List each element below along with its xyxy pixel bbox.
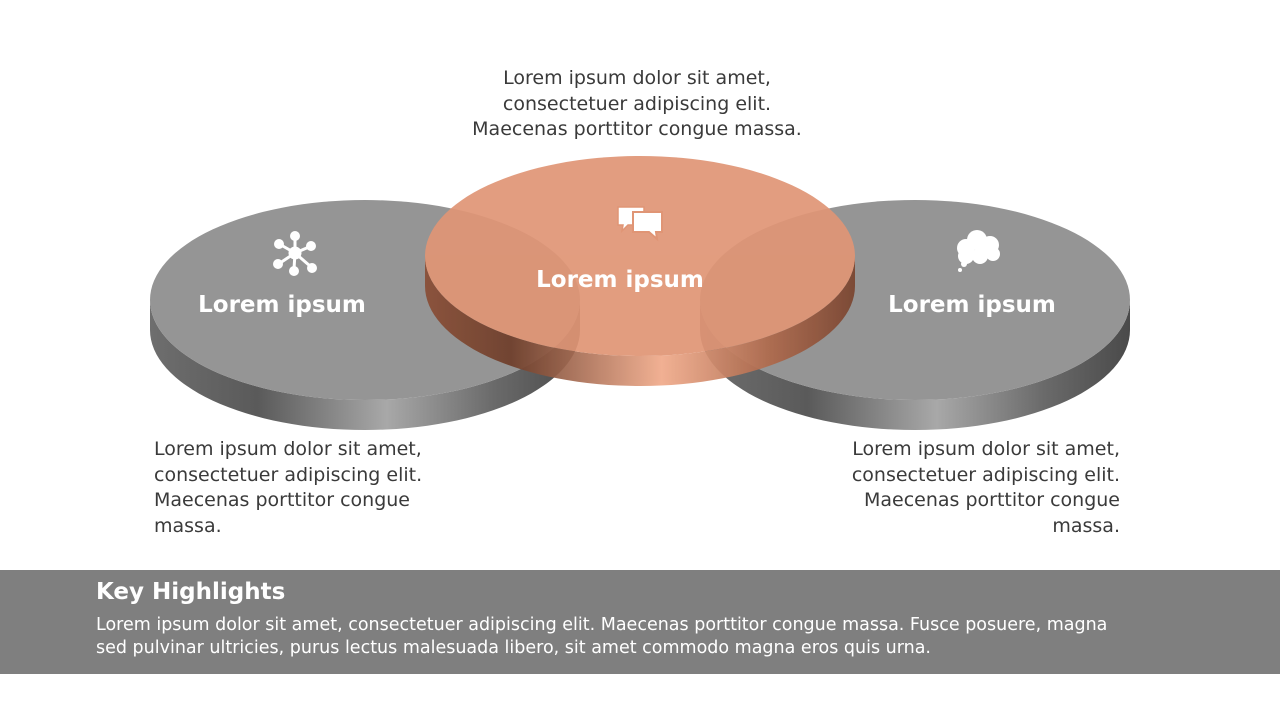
- network-icon: [273, 231, 317, 276]
- thought-cloud-icon: [957, 230, 1000, 272]
- node-center-label: Lorem ipsum: [536, 267, 704, 293]
- venn-disc-diagram: Lorem ipsum Lorem ipsum Lorem ipsum: [150, 156, 1130, 430]
- right-description-line: massa.: [1052, 514, 1120, 537]
- key-highlights-band: Key Highlights Lorem ipsum dolor sit ame…: [0, 570, 1280, 674]
- left-description: Lorem ipsum dolor sit amet, consectetuer…: [154, 437, 474, 539]
- right-description: Lorem ipsum dolor sit amet, consectetuer…: [800, 437, 1120, 539]
- chat-bubbles-icon: [617, 206, 663, 242]
- center-disc-top: [425, 156, 855, 356]
- node-right-label: Lorem ipsum: [888, 292, 1056, 318]
- center-disc: [425, 156, 855, 386]
- right-description-line: Lorem ipsum dolor sit amet,: [852, 438, 1120, 460]
- center-description: Lorem ipsum dolor sit amet, consectetuer…: [437, 66, 837, 143]
- node-left-label: Lorem ipsum: [198, 292, 366, 318]
- center-description-line: Lorem ipsum dolor sit amet,: [503, 67, 771, 89]
- key-highlights-title: Key Highlights: [96, 579, 286, 605]
- center-disc-side: [425, 256, 855, 386]
- center-description-line: consectetuer adipiscing elit.: [502, 92, 772, 115]
- right-description-line: consectetuer adipiscing elit.: [851, 463, 1120, 486]
- left-description-line: massa.: [154, 514, 222, 537]
- left-description-line: consectetuer adipiscing elit.: [154, 463, 423, 486]
- left-disc-side: [150, 300, 580, 430]
- key-highlights-line: sed pulvinar ultricies, purus lectus mal…: [96, 637, 931, 658]
- left-description-line: Maecenas porttitor congue: [154, 489, 410, 511]
- left-description-line: Lorem ipsum dolor sit amet,: [154, 438, 422, 460]
- right-disc-side: [700, 300, 1130, 430]
- right-description-line: Maecenas porttitor congue: [864, 489, 1120, 511]
- key-highlights-body: Lorem ipsum dolor sit amet, consectetuer…: [96, 614, 1206, 659]
- key-highlights-line: Lorem ipsum dolor sit amet, consectetuer…: [96, 615, 1108, 635]
- center-description-line: Maecenas porttitor congue massa.: [472, 118, 802, 140]
